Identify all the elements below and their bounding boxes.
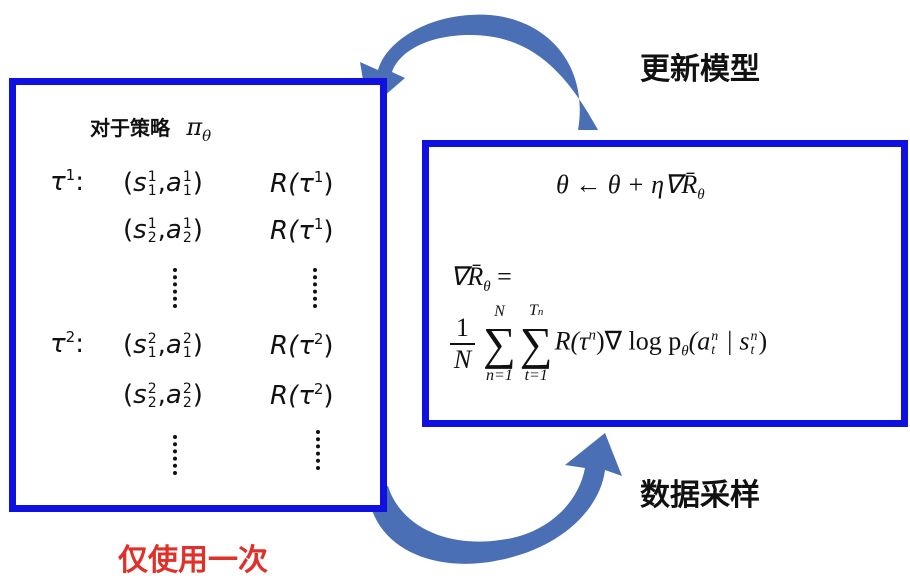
update-model-label: 更新模型 — [640, 52, 760, 87]
gradient-box — [422, 140, 908, 427]
trajectory-box — [9, 78, 387, 512]
trajectory-reward: R(τ1) — [270, 168, 334, 199]
gradient-lhs: ∇R̄θ = — [450, 262, 512, 295]
trajectory-1-label: τ1: — [50, 166, 84, 197]
ellipsis-dots — [316, 430, 324, 470]
ellipsis-dots — [173, 268, 181, 308]
sum-t: Tn∑t=1 — [519, 302, 553, 384]
data-sampling-arrow-shape — [368, 433, 622, 564]
sum-n: N∑n=1 — [483, 302, 516, 384]
update-model-arrow-shape — [360, 14, 598, 130]
use-once-label: 仅使用一次 — [118, 543, 268, 578]
data-sampling-label: 数据采样 — [640, 478, 760, 513]
policy-title: 对于策略 πθ — [90, 113, 212, 145]
trajectory-2-label: τ2: — [50, 328, 84, 359]
ellipsis-dots — [313, 268, 321, 308]
trajectory-reward: R(τ1) — [270, 215, 334, 246]
trajectory-reward: R(τ2) — [270, 380, 334, 411]
update-rule-formula: θ ← θ + η∇R̄θ — [556, 170, 705, 203]
ellipsis-dots — [173, 435, 181, 475]
trajectory-reward: R(τ2) — [270, 330, 334, 361]
